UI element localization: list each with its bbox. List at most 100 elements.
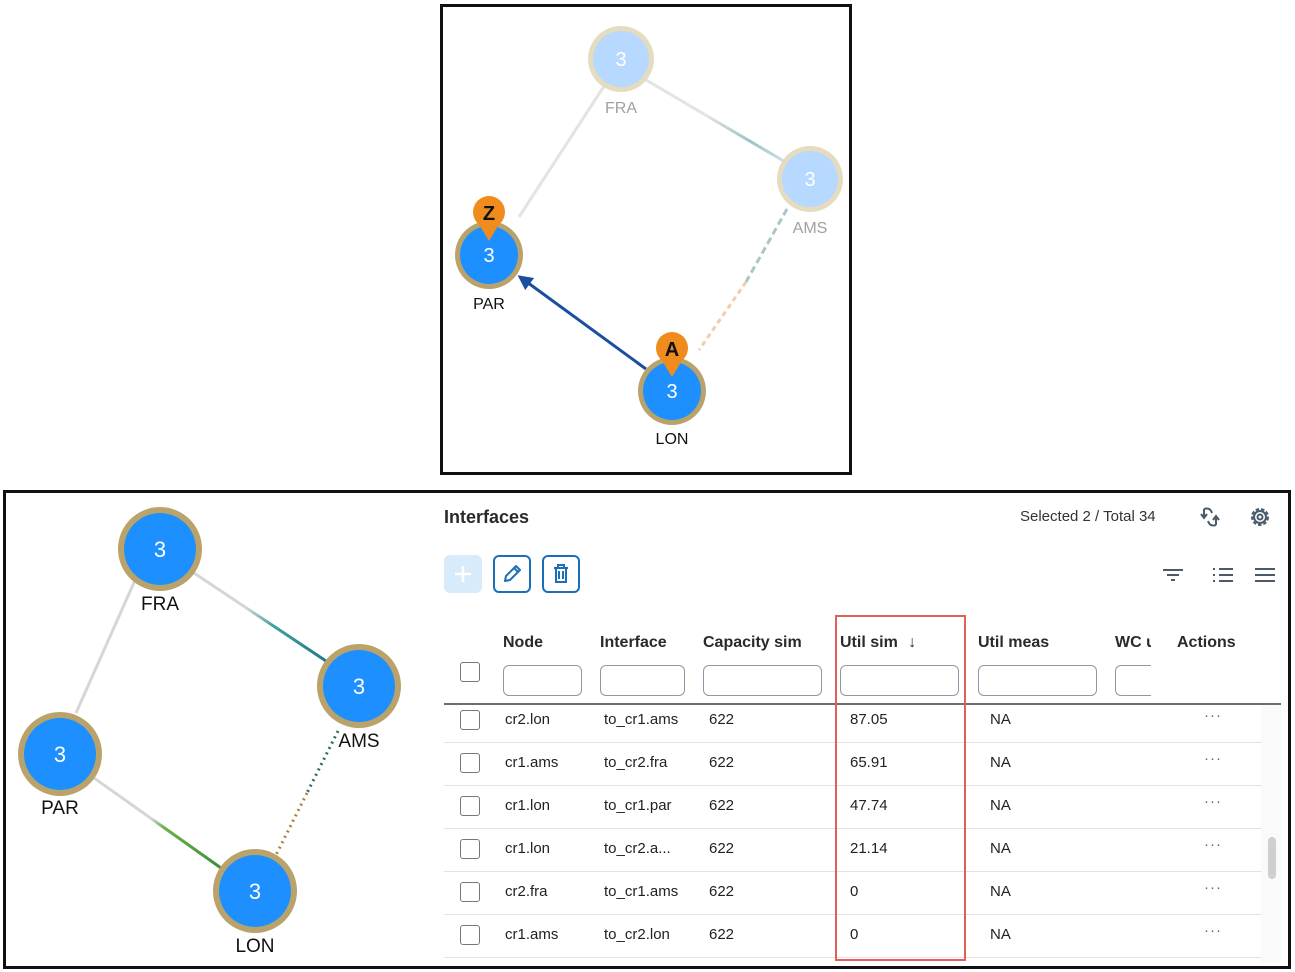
pencil-icon: [504, 565, 521, 582]
row-actions-button[interactable]: ···: [1204, 922, 1222, 939]
cell-util-meas: NA: [990, 711, 1011, 728]
marker-z-label: Z: [483, 203, 495, 225]
row-actions-button[interactable]: ···: [1204, 750, 1222, 767]
cell-util-meas: NA: [990, 840, 1011, 857]
filter-input-interface[interactable]: [600, 665, 685, 696]
row-checkbox[interactable]: [460, 882, 480, 902]
link-par-lon[interactable]: [93, 776, 222, 870]
cell-node: cr1.ams: [505, 754, 559, 771]
cell-util-meas: NA: [990, 883, 1011, 900]
column-header-node[interactable]: Node: [503, 634, 543, 651]
bottom-node-lon-count: 3: [249, 879, 261, 904]
column-header-interface[interactable]: Interface: [600, 634, 667, 651]
cell-interface: to_cr1.par: [604, 797, 672, 814]
cell-util-meas: NA: [990, 797, 1011, 814]
top-node-ams-count: 3: [804, 169, 815, 191]
header-divider: [444, 703, 1281, 705]
cell-util-sim: 65.91: [850, 754, 888, 771]
link-ams-lon-lower[interactable]: [697, 281, 748, 351]
link-lon-par-arrow[interactable]: [517, 275, 647, 371]
row-checkbox[interactable]: [460, 796, 480, 816]
link-fra-ams[interactable]: [193, 571, 327, 663]
link-fra-ams[interactable]: [640, 75, 788, 165]
table-row[interactable]: cr1.ams to_cr2.lon 622 0 NA ···: [444, 914, 1261, 958]
cell-interface: to_cr2.a...: [604, 840, 671, 857]
interfaces-panel: Interfaces Selected 2 / Total 34: [444, 493, 1288, 966]
bottom-node-lon-label: LON: [235, 936, 274, 957]
link-ams-lon-upper[interactable]: [744, 208, 789, 283]
refresh-icon[interactable]: [1198, 505, 1222, 529]
top-topology-frame: 3 FRA 3 AMS 3 PAR Z 3 LON: [440, 4, 852, 475]
filter-input-wc-util[interactable]: [1115, 665, 1151, 696]
bottom-node-lon[interactable]: 3 LON: [213, 849, 297, 957]
top-topology-map: 3 FRA 3 AMS 3 PAR Z 3 LON: [455, 26, 843, 448]
delete-button[interactable]: [542, 555, 580, 593]
cell-interface: to_cr2.lon: [604, 926, 670, 943]
row-actions-button[interactable]: ···: [1204, 879, 1222, 896]
bottom-frame: 3 FRA 3 AMS 3 PAR 3 LON Interfaces Selec…: [3, 490, 1291, 969]
cell-capacity-sim: 622: [709, 797, 735, 814]
filter-icon[interactable]: [1161, 565, 1185, 585]
bottom-node-par[interactable]: 3 PAR: [18, 712, 102, 819]
cell-util-sim: 21.14: [850, 840, 888, 857]
marker-a-label: A: [665, 339, 679, 361]
filter-input-util-sim[interactable]: [840, 665, 959, 696]
filter-input-node[interactable]: [503, 665, 582, 696]
cell-node: cr1.ams: [505, 926, 559, 943]
link-ams-lon-lower[interactable]: [274, 792, 309, 856]
add-button[interactable]: [444, 555, 482, 593]
scrollbar-thumb[interactable]: [1268, 837, 1276, 879]
top-node-lon[interactable]: 3 LON: [638, 357, 706, 448]
top-node-fra[interactable]: 3 FRA: [588, 26, 654, 117]
column-header-util-sim[interactable]: Util sim ↓: [840, 634, 916, 652]
filter-input-capacity-sim[interactable]: [703, 665, 822, 696]
link-ams-lon-upper[interactable]: [305, 730, 340, 794]
row-actions-button[interactable]: ···: [1204, 707, 1222, 724]
cell-node: cr1.lon: [505, 840, 551, 857]
list-icon[interactable]: [1211, 565, 1235, 585]
menu-icon[interactable]: [1253, 565, 1277, 585]
bottom-node-fra[interactable]: 3 FRA: [118, 507, 202, 615]
cell-interface: to_cr1.ams: [604, 711, 679, 728]
cell-interface: to_cr1.ams: [604, 883, 679, 900]
column-header-util-meas[interactable]: Util meas: [978, 634, 1050, 651]
cell-util-meas: NA: [990, 754, 1011, 771]
table-row[interactable]: cr2.fra to_cr1.ams 622 0 NA ···: [444, 871, 1261, 915]
link-fra-par[interactable]: [517, 79, 610, 218]
top-node-ams-label: AMS: [793, 220, 828, 237]
plus-icon: [455, 566, 471, 582]
cell-capacity-sim: 622: [709, 711, 735, 728]
top-node-par-count: 3: [483, 245, 494, 267]
table-row[interactable]: cr1.lon to_cr2.a... 622 21.14 NA ···: [444, 828, 1261, 872]
bottom-node-par-count: 3: [54, 742, 66, 767]
cell-node: cr2.lon: [505, 711, 551, 728]
column-header-actions: Actions: [1177, 634, 1236, 651]
select-all-checkbox[interactable]: [460, 662, 480, 682]
top-node-ams[interactable]: 3 AMS: [777, 146, 843, 237]
scrollbar-track[interactable]: [1261, 705, 1281, 963]
filter-input-util-meas[interactable]: [978, 665, 1097, 696]
marker-z-icon: Z: [473, 196, 505, 241]
table-row[interactable]: cr1.lon to_cr1.par 622 47.74 NA ···: [444, 785, 1261, 829]
table-row[interactable]: cr2.lon to_cr1.ams 622 87.05 NA ···: [444, 699, 1261, 743]
table-row[interactable]: cr1.ams to_cr2.fra 622 65.91 NA ···: [444, 742, 1261, 786]
cell-node: cr2.fra: [505, 883, 548, 900]
cell-interface: to_cr2.fra: [604, 754, 668, 771]
cell-util-sim: 0: [850, 883, 859, 900]
edit-button[interactable]: [493, 555, 531, 593]
cell-capacity-sim: 622: [709, 754, 735, 771]
bottom-node-ams[interactable]: 3 AMS: [317, 644, 401, 752]
panel-title: Interfaces: [444, 507, 530, 527]
top-node-lon-label: LON: [656, 431, 689, 448]
top-node-par[interactable]: 3 PAR: [455, 221, 523, 313]
row-checkbox[interactable]: [460, 925, 480, 945]
link-fra-par[interactable]: [74, 577, 138, 714]
column-header-capacity-sim[interactable]: Capacity sim: [703, 634, 802, 651]
row-actions-button[interactable]: ···: [1204, 793, 1222, 810]
row-checkbox[interactable]: [460, 753, 480, 773]
row-actions-button[interactable]: ···: [1204, 836, 1222, 853]
column-header-wc-util[interactable]: WC u: [1115, 634, 1151, 651]
gear-icon[interactable]: [1248, 505, 1272, 529]
row-checkbox[interactable]: [460, 710, 480, 730]
row-checkbox[interactable]: [460, 839, 480, 859]
